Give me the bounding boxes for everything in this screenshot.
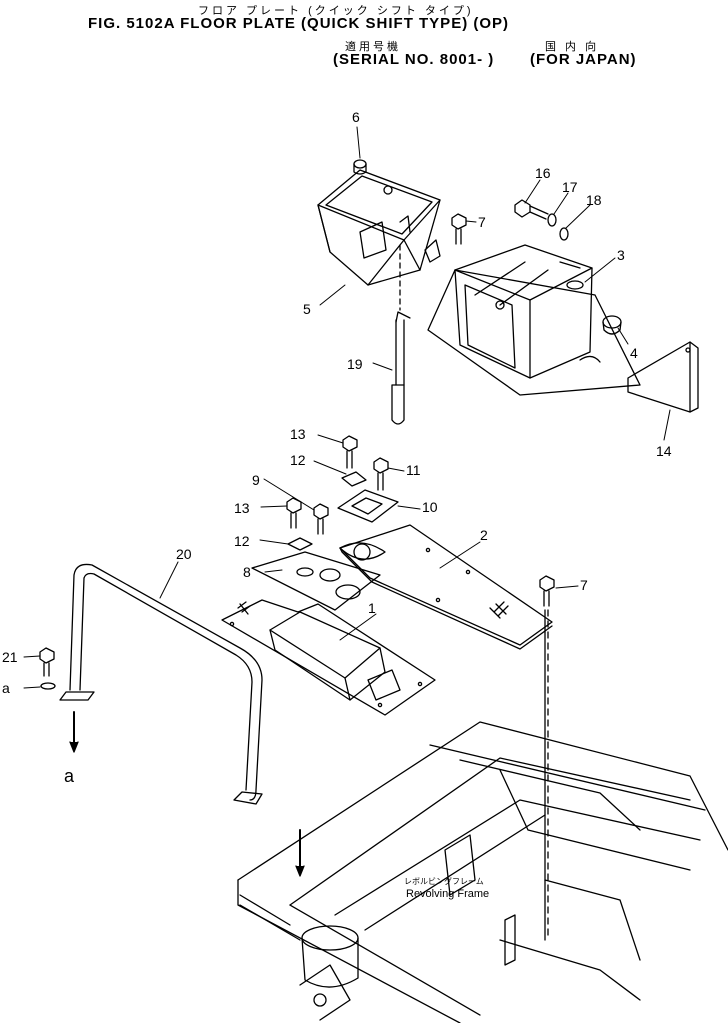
part-10-cover xyxy=(337,489,399,523)
part-11-bolt xyxy=(373,457,389,491)
callout-9: 9 xyxy=(252,472,260,488)
revolving-frame xyxy=(237,721,728,1023)
frame-caption-kana: レボルビングフレーム xyxy=(404,877,484,886)
callout-6: 6 xyxy=(352,109,360,125)
part-7-bolt-upper xyxy=(451,213,467,245)
callout-7-upper: 7 xyxy=(478,214,486,230)
callout-14: 14 xyxy=(656,443,672,459)
part-15-bolt xyxy=(514,199,549,220)
callout-17: 18 xyxy=(586,192,602,208)
title-kana: フロア プレート (クイック シフト タイプ) xyxy=(198,5,474,17)
part-13-bolt-lower xyxy=(286,497,302,529)
part-17-lock-washer xyxy=(559,227,569,241)
callout-a-rail: a xyxy=(64,766,75,786)
callout-15: 16 xyxy=(535,165,551,181)
callout-18: 19 xyxy=(347,356,363,372)
callout-13-lower: 13 xyxy=(234,500,250,516)
part-6-grommet xyxy=(353,159,367,175)
part-1-base-plate xyxy=(221,599,436,716)
part-20-bolt xyxy=(39,647,55,677)
japan-kanji: 国 内 向 xyxy=(545,41,600,53)
callout-12-lower: 12 xyxy=(234,533,250,549)
part-2-floor-plate xyxy=(339,524,553,650)
part-7-bolt-lower xyxy=(539,575,555,607)
callout-20: 21 xyxy=(2,649,18,665)
callout-5: 5 xyxy=(303,301,311,317)
part-5-seat-stand xyxy=(317,169,441,286)
callout-2: 2 xyxy=(480,527,488,543)
serial-kanji: 適用号機 xyxy=(345,41,401,53)
part-3-console-box xyxy=(427,244,641,396)
frame-caption: Revolving Frame xyxy=(406,888,490,900)
callout-21: a xyxy=(2,680,10,696)
callout-13-upper: 13 xyxy=(290,426,306,442)
callout-10: 10 xyxy=(422,499,438,515)
part-4-knob xyxy=(602,315,622,335)
part-13-bolt-upper xyxy=(342,435,358,469)
part-19-handrail xyxy=(59,563,263,805)
callout-8: 8 xyxy=(243,564,251,580)
part-16-washer xyxy=(547,213,557,227)
part-18-lever xyxy=(391,244,411,425)
arrow-a-frame-head xyxy=(295,865,305,877)
callout-16: 17 xyxy=(562,179,578,195)
part-14-side-plate xyxy=(627,341,699,413)
callout-19: 20 xyxy=(176,546,192,562)
callout-4: 4 xyxy=(630,345,638,361)
callout-7-lower: 7 xyxy=(580,577,588,593)
callout-3: 3 xyxy=(617,247,625,263)
callout-12-upper: 12 xyxy=(290,452,306,468)
part-21-washer xyxy=(40,682,56,690)
part-12-clip-lower xyxy=(287,537,313,551)
leader-lines xyxy=(23,126,671,689)
market-label: (FOR JAPAN) xyxy=(530,51,637,68)
part-12-clip-upper xyxy=(341,471,367,487)
callout-11: 11 xyxy=(406,462,421,478)
callout-1: 1 xyxy=(368,600,376,616)
part-8-plate xyxy=(251,551,381,611)
figure-title: FIG. 5102A FLOOR PLATE (QUICK SHIFT TYPE… xyxy=(88,15,510,32)
serial-number: (SERIAL NO. 8001- ) xyxy=(333,51,495,68)
part-9-bolt xyxy=(313,503,329,535)
